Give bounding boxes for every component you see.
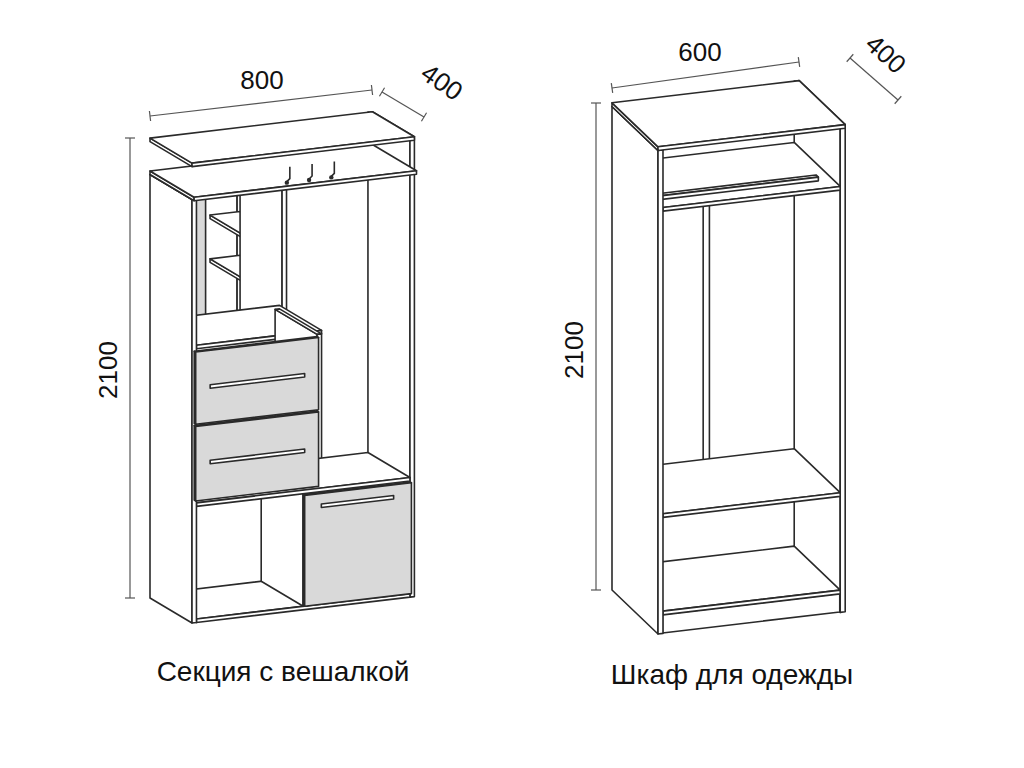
panel-front-face <box>305 483 412 606</box>
panel-front-face <box>192 137 414 167</box>
coat-hook <box>287 167 290 182</box>
dimension-line <box>150 90 372 116</box>
coat-hook-tip <box>285 180 289 184</box>
panel-side-face <box>612 107 658 634</box>
width-dimension: 600 <box>678 39 721 65</box>
drawer-handle <box>210 373 305 388</box>
dimension-tick <box>125 597 135 598</box>
dimension-tick <box>379 88 384 97</box>
panel-front-face <box>196 337 319 424</box>
dimension-line <box>612 62 799 88</box>
dimension-tick <box>149 111 150 121</box>
height-dimension: 2100 <box>95 341 121 399</box>
coat-hook <box>331 161 334 176</box>
coat-hook <box>309 164 312 179</box>
hallway-section <box>125 85 427 623</box>
dimension-tick <box>125 137 135 138</box>
dimension-tick <box>371 85 372 95</box>
dimension-tick <box>591 589 601 590</box>
item-caption: Шкаф для одежды <box>611 661 853 689</box>
dimension-line <box>595 103 596 590</box>
panel-top-face <box>612 81 845 147</box>
panel-side-face <box>150 174 192 623</box>
drawer-handle <box>321 495 393 507</box>
dimension-tick <box>798 57 799 67</box>
drawer-handle <box>210 449 305 464</box>
panel-front-face <box>663 493 840 518</box>
height-dimension: 2100 <box>561 321 587 379</box>
panel-front-face <box>658 150 663 634</box>
panel-front-face <box>196 412 319 501</box>
panel-front-face <box>658 125 845 151</box>
dimension-tick <box>847 54 854 62</box>
dimension-tick <box>611 83 612 93</box>
item-caption: Секция с вешалкой <box>157 658 410 686</box>
wardrobe <box>591 54 901 634</box>
dimension-tick <box>591 102 601 103</box>
coat-hook-tip <box>307 178 311 182</box>
depth-dimension: 400 <box>417 59 467 105</box>
panel-top-face <box>275 309 321 335</box>
panel-front-face <box>194 171 416 201</box>
panel-front-face <box>641 177 818 202</box>
dimension-tick <box>421 113 426 122</box>
panel-front-face <box>663 590 840 615</box>
coat-hook-tip <box>329 175 333 179</box>
dimension-tick <box>895 96 902 104</box>
width-dimension: 800 <box>240 67 283 93</box>
dimension-line <box>382 92 424 117</box>
panel-front-face <box>840 125 845 613</box>
dimension-line <box>129 138 130 598</box>
depth-dimension: 400 <box>861 30 911 78</box>
